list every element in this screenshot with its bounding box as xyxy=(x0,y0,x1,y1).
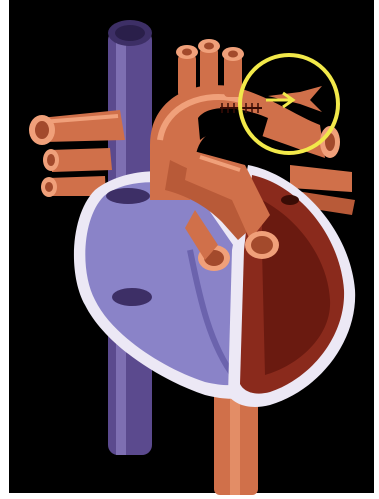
heart-diagram xyxy=(0,0,379,499)
heart-diagram-svg xyxy=(0,0,379,499)
